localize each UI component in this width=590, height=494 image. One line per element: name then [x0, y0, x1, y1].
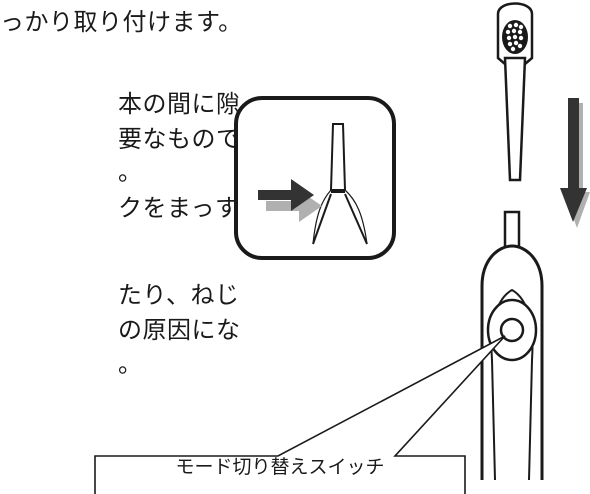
text-line-6: たり、ねじ	[118, 281, 240, 309]
text-line-3: 要なもので	[118, 125, 241, 153]
text-line-4: 。	[118, 158, 143, 186]
arrow-right-icon	[258, 179, 322, 222]
text-line-8: 。	[118, 350, 143, 378]
brush-head-insert-detail-icon	[234, 96, 396, 260]
arrow-down-icon	[560, 98, 590, 228]
brush-head	[496, 2, 534, 182]
text-line-7: の原因にな	[118, 316, 241, 344]
text-line-2: 本の間に隙	[118, 90, 241, 118]
text-line-5: クをまっす	[118, 194, 240, 222]
mode-switch-label: モード切り替えスイッチ	[175, 456, 385, 478]
toothbrush-handle	[480, 210, 544, 481]
callout-box	[94, 335, 506, 494]
text-line-1: っかり取り付けます。	[0, 8, 243, 36]
